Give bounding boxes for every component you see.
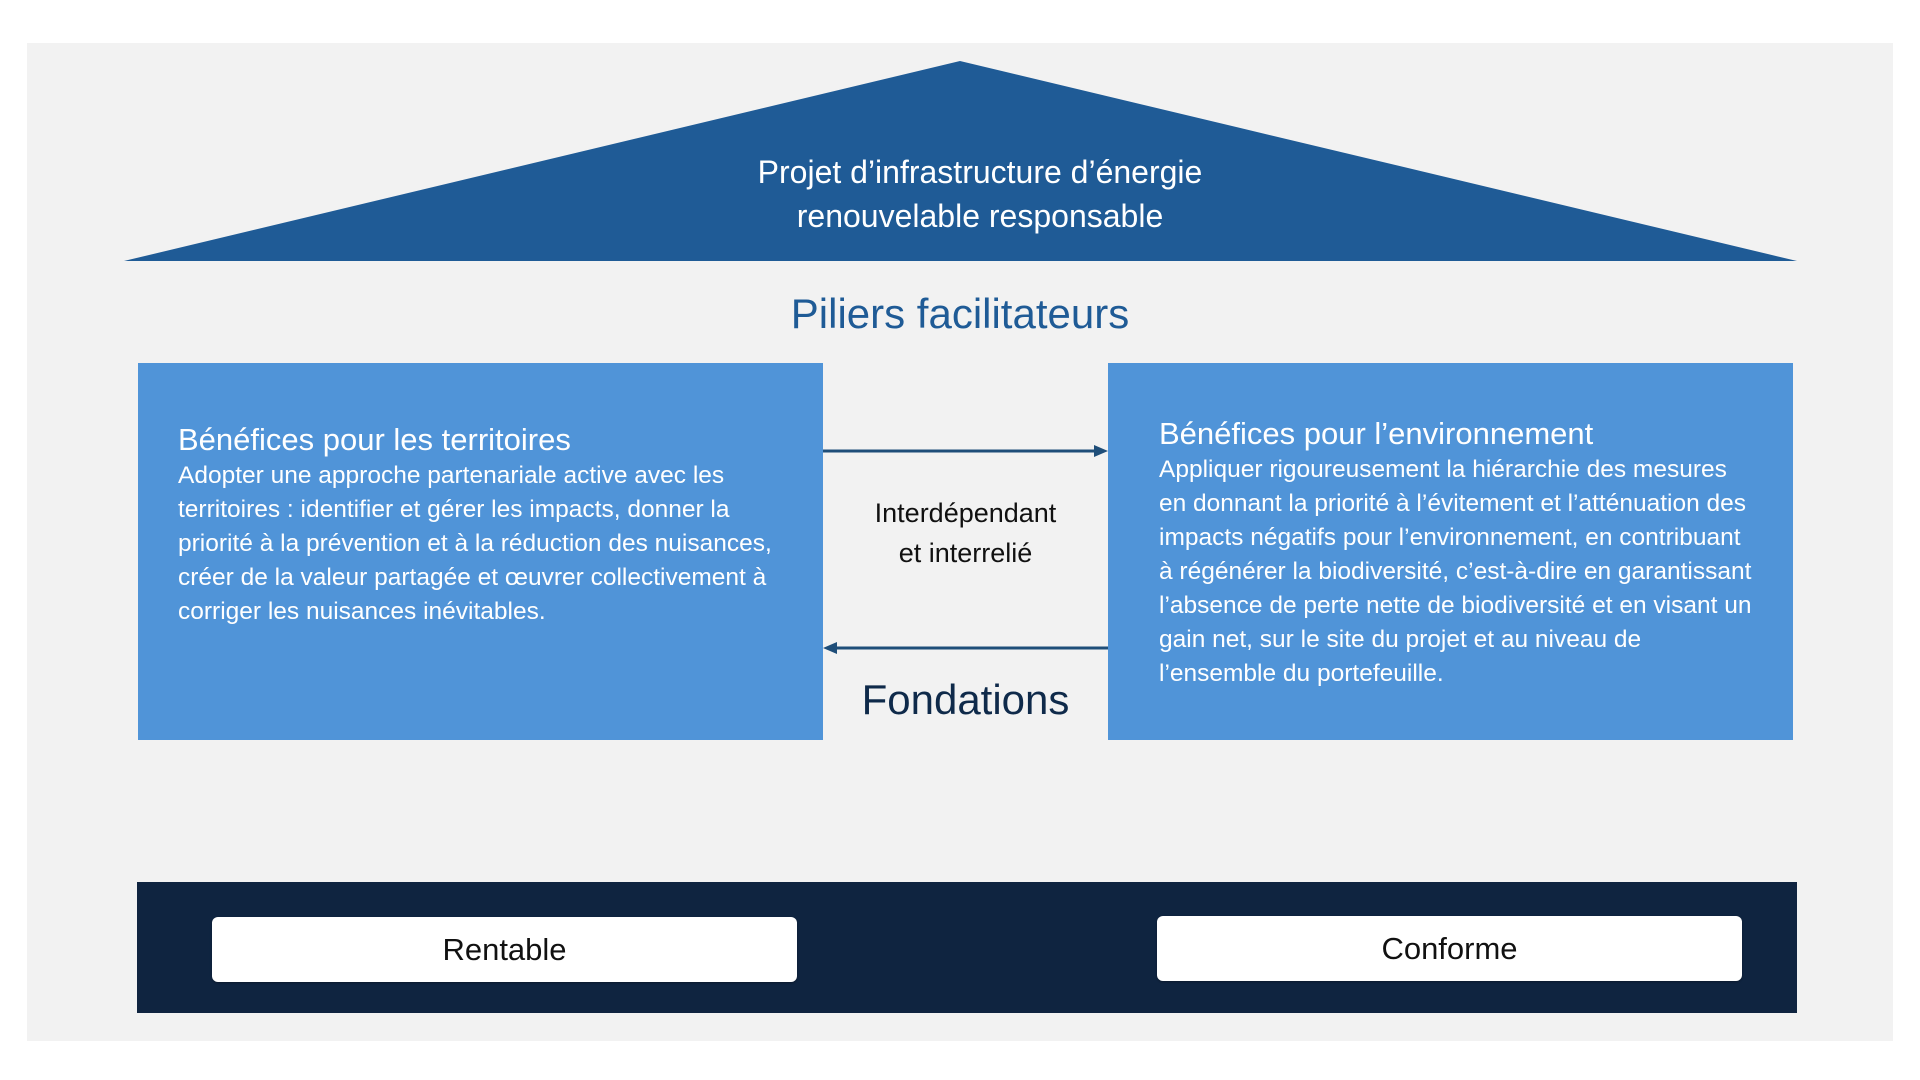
pillars-title: Piliers facilitateurs [790,290,1130,337]
interdependence-label: Interdépendant et interrelié [823,493,1108,573]
pillar-territories-heading: Bénéfices pour les territoires [178,422,571,457]
arrow-right [823,445,1108,457]
interdependence-line2: et interrelié [898,538,1033,568]
roof-triangle [124,61,1797,261]
pillar-environment-heading: Bénéfices pour l’environnement [1159,416,1594,451]
pillar-territories-body: Adopter une approche partenariale active… [178,462,772,625]
interdependence-line1: Interdépendant [874,498,1057,528]
roof-title-line1: Projet d’infrastructure d’énergie [757,154,1203,190]
roof-title: Projet d’infrastructure d’énergie renouv… [560,150,1400,238]
roof-title-line2: renouvelable responsable [796,198,1164,234]
foundation-item-rentable: Rentable [212,917,797,982]
pillar-environment-body: Appliquer rigoureusement la hiérarchie d… [1159,456,1752,687]
arrow-left [823,642,1108,654]
pillar-territories: Bénéfices pour les territoires Adopter u… [138,363,823,740]
foundation-item-conforme: Conforme [1157,916,1742,981]
pillar-environment: Bénéfices pour l’environnement Appliquer… [1108,363,1793,740]
foundations-title: Fondations [861,676,1070,723]
